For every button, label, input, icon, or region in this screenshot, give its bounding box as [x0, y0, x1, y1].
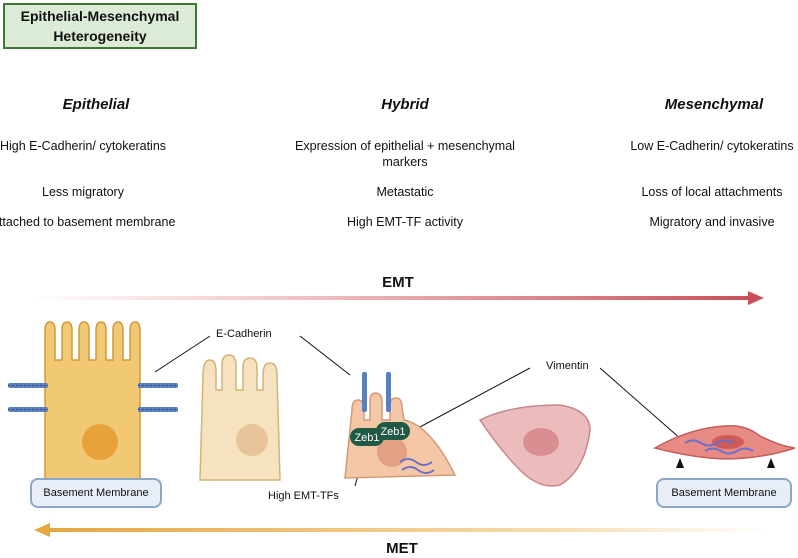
hybrid-item: High EMT-TF activity	[347, 215, 463, 229]
spindle-cell	[478, 404, 591, 487]
basement-membrane-left: Basement Membrane	[30, 478, 162, 508]
vimentin-label: Vimentin	[546, 360, 589, 372]
mesenchymal-vimentin	[684, 439, 754, 455]
mesenchymal-item: Loss of local attachments	[641, 185, 783, 199]
hybrid-vimentin	[399, 458, 435, 474]
epithelial-heading: Epithelial	[62, 96, 130, 113]
epithelial-cell	[44, 321, 141, 481]
epithelial-item: Attached to basement membrane	[0, 215, 176, 229]
anchor-marker	[676, 458, 684, 468]
hybrid-heading: Hybrid	[381, 96, 429, 113]
mesenchymal-cell	[653, 424, 796, 468]
emt-arrow	[30, 291, 764, 305]
mesenchymal-item: Migratory and invasive	[649, 215, 775, 229]
hybrid-cell: Zeb1 Zeb1	[344, 372, 457, 479]
hybrid-cadherin	[362, 372, 391, 412]
high-emt-tfs-label: High EMT-TFs	[268, 490, 339, 502]
mesenchymal-heading: Mesenchymal	[664, 96, 764, 113]
zeb1-label: Zeb1	[380, 426, 405, 438]
epithelial-item: Less migratory	[42, 185, 124, 199]
hybrid-item: Expression of epithelial + mesenchymal m…	[295, 139, 515, 169]
zeb1-badge: Zeb1	[376, 422, 410, 440]
basement-membrane-right: Basement Membrane	[656, 478, 792, 508]
zeb1-label: Zeb1	[354, 432, 379, 444]
hybrid-item: Metastatic	[376, 185, 434, 199]
junction-proteins	[8, 383, 178, 412]
e-cadherin-label: E-Cadherin	[216, 328, 272, 340]
mesenchymal-item: Low E-Cadherin/ cytokeratins	[630, 139, 794, 153]
zeb1-badge: Zeb1	[350, 428, 384, 446]
met-label: MET	[386, 540, 418, 557]
epithelial-item: High E-Cadherin/ cytokeratins	[0, 139, 167, 153]
figure-title: Epithelial-Mesenchymal Heterogeneity	[3, 3, 197, 49]
met-arrow	[34, 523, 768, 537]
callout-lines	[154, 335, 683, 487]
anchor-marker	[767, 458, 775, 468]
intermediate-cell	[199, 354, 281, 481]
emt-label: EMT	[382, 274, 414, 291]
